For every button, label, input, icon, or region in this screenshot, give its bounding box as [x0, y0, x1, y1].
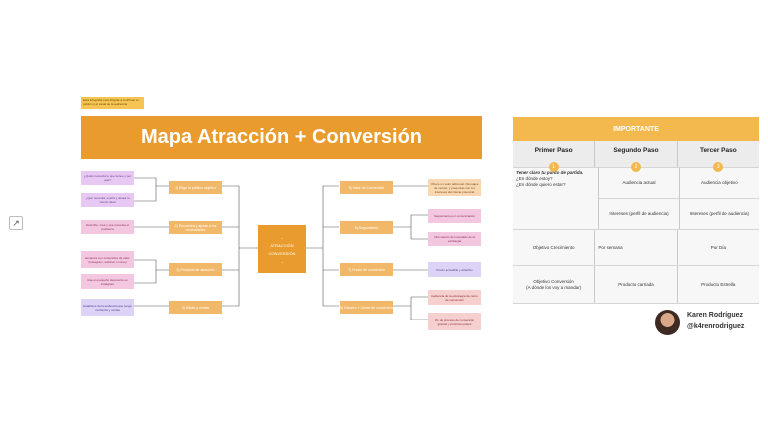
center-label-2: CONVERSIÓN	[268, 250, 296, 256]
right-branch[interactable]: 6) Seguimiento	[340, 221, 393, 234]
left-leaf[interactable]: Establece de la audiencia que tenga conf…	[81, 299, 134, 316]
left-leaf[interactable]: Usa un pequeño descuento en Instagram	[81, 274, 134, 289]
table-header: IMPORTANTE	[513, 117, 759, 141]
center-label: ATRACCIÓN	[270, 242, 294, 248]
avatar	[655, 310, 680, 335]
author-credit: Karen Rodríguez @k4renrodriguez	[687, 310, 744, 332]
column-header: Tercer Paso 3	[677, 141, 759, 172]
table-cell: Audiencia actual Intereses (perfil de au…	[599, 168, 680, 229]
table-row: Objetivo Conversión (A dónde los voy a m…	[513, 265, 759, 304]
table-cell: Tener claro tu punto de partida. ¿En dón…	[513, 168, 600, 229]
table-cell: Objetivo Conversión (A dónde los voy a m…	[513, 266, 596, 303]
table-cell: Objetivo Crecimiento	[513, 230, 596, 265]
table-cell: Audiencia objetivo Intereses (perfil de …	[679, 168, 759, 229]
left-arrow-icon: ←	[280, 234, 284, 240]
column-header: Primer Paso 1	[513, 141, 596, 172]
table-row: Tener claro tu punto de partida. ¿En dón…	[513, 167, 759, 229]
column-header: Segundo Paso 2	[595, 141, 678, 172]
left-leaf[interactable]: ¿Qué necesita, sueña y desea tu cliente …	[81, 193, 134, 207]
map-title: Mapa Atracción + Conversión	[81, 116, 482, 159]
right-leaf[interactable]: Seguimiento por comunicación	[428, 209, 481, 223]
author-handle: @k4renrodriguez	[687, 323, 745, 330]
left-leaf[interactable]: ¿Quién necesita lo que tienes y por qué?	[81, 171, 134, 185]
left-branch[interactable]: 3) Producto de atracción	[169, 263, 222, 276]
right-branch[interactable]: 8) Número + Cierre de conversión	[340, 301, 393, 314]
right-branch[interactable]: 5) Valor de Conversión	[340, 181, 393, 194]
author-name: Karen Rodríguez	[687, 312, 744, 319]
left-leaf[interactable]: Describe, crea y que resuelva el problem…	[81, 220, 134, 234]
step-badge: 3	[713, 162, 724, 172]
step-badge: 1	[548, 162, 559, 172]
left-leaf[interactable]: Empieza con contenidos de valor (Instagr…	[81, 251, 134, 268]
step-badge: 2	[630, 162, 641, 172]
right-leaf[interactable]: Información del resultado de la estrateg…	[428, 232, 481, 246]
right-arrow-icon: →	[280, 258, 284, 264]
right-leaf[interactable]: Precio accesible y atractivo	[428, 262, 481, 277]
table-cell: Producto Estrella	[701, 281, 736, 287]
link-arrow-icon: ↗	[12, 218, 20, 228]
map-connectors	[134, 177, 428, 320]
table-row: Objetivo Crecimiento Por semana Por Día	[513, 229, 759, 265]
left-branch[interactable]: 1) Elige tu público objetivo	[169, 181, 222, 194]
left-branch[interactable]: 4) Medio y ventas	[169, 301, 222, 314]
right-leaf[interactable]: Ofrece un valor adicional. Mensajes de v…	[428, 179, 481, 196]
right-leaf[interactable]: Audiencia de la estrategia de cierre de …	[428, 290, 481, 305]
center-node[interactable]: ← ATRACCIÓN CONVERSIÓN →	[258, 225, 306, 273]
table-cell: Producto carnada	[595, 266, 678, 303]
left-branch[interactable]: 2) Encuentra y ajusta a tus necesidades	[169, 221, 222, 234]
table-cell: Por Día	[710, 244, 726, 250]
sticky-note[interactable]: Esta infografía está dirigida a confirma…	[81, 97, 144, 109]
right-branch[interactable]: 7) Precio de conversión	[340, 263, 393, 276]
steps-table[interactable]: IMPORTANTE Primer Paso 1 Segundo Paso 2 …	[513, 117, 759, 304]
right-leaf[interactable]: Fin de proceso de conversión gracias y p…	[428, 313, 481, 330]
link-tool-button[interactable]: ↗	[9, 216, 23, 230]
table-cell: Por semana	[595, 230, 678, 265]
